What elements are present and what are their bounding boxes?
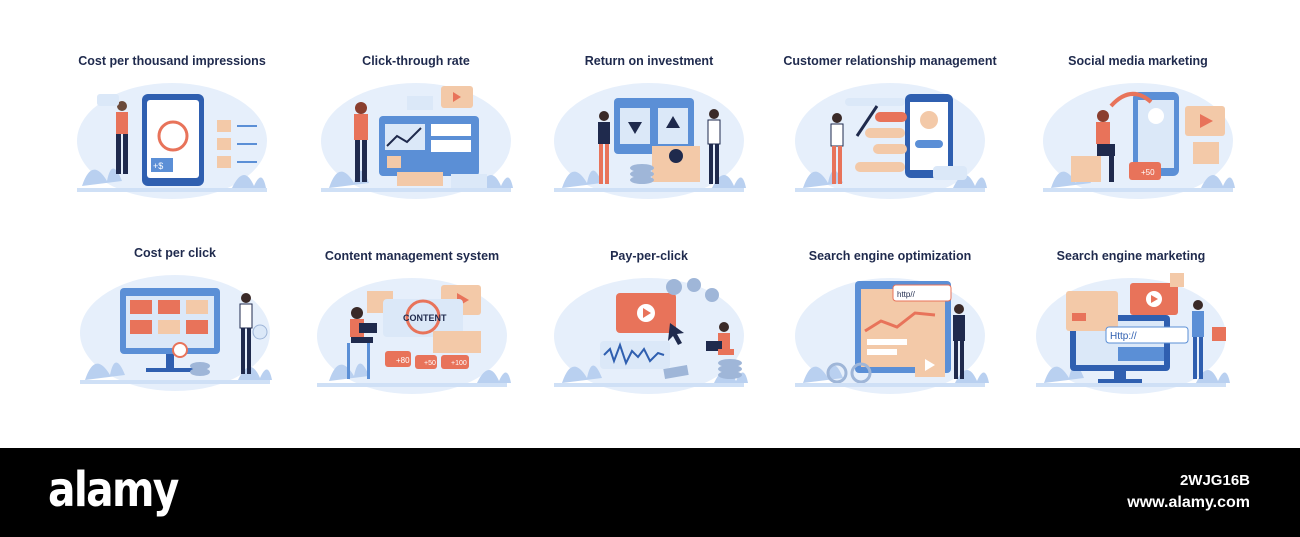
panel-roi: Return on investment [529, 54, 769, 244]
roi-illustration [554, 83, 746, 199]
illustration-grid: Cost per thousand impressions +$ Clic [52, 54, 1258, 439]
panel-title: Click-through rate [362, 54, 470, 68]
svg-text:CONTENT: CONTENT [403, 313, 447, 323]
ctr-illustration [321, 83, 513, 199]
panel-crm: Customer relationship management [770, 54, 1010, 244]
panel-cms: Content management system CONTENT +80 +5… [292, 249, 532, 439]
panel-cpm: Cost per thousand impressions +$ [52, 54, 292, 244]
panel-cpc: Cost per click [55, 246, 295, 436]
panel-title: Search engine marketing [1056, 249, 1206, 263]
panel-title: Cost per thousand impressions [78, 54, 266, 68]
cpc-illustration [80, 275, 272, 391]
ppc-illustration [554, 278, 748, 394]
watermark-banner [0, 448, 1300, 537]
brand-logo: alamy [48, 462, 179, 518]
svg-text:http//: http// [897, 290, 916, 299]
panel-title: Return on investment [584, 54, 714, 68]
svg-text:+100: +100 [451, 360, 467, 367]
site-url: www.alamy.com [1127, 494, 1250, 511]
panel-title: Content management system [324, 249, 500, 263]
cpm-illustration: +$ [77, 83, 267, 199]
image-id: 2WJG16B [1179, 472, 1250, 489]
smm-illustration: +50 [1043, 83, 1235, 199]
panel-title: Pay-per-click [610, 249, 688, 263]
panel-smm: Social media marketing +50 [1018, 54, 1258, 244]
svg-text:+$: +$ [153, 161, 163, 171]
panel-title: Cost per click [134, 246, 216, 260]
svg-text:+50: +50 [424, 360, 436, 367]
panel-title: Social media marketing [1068, 54, 1208, 68]
panel-title: Search engine optimization [808, 249, 972, 263]
panel-sem: Search engine marketing Http:// [1011, 249, 1251, 439]
panel-seo: Search engine optimization http// [770, 249, 1010, 439]
crm-illustration [795, 83, 987, 199]
seo-illustration: http// [795, 278, 989, 394]
panel-title: Customer relationship management [783, 54, 997, 68]
svg-text:Http://: Http:// [1110, 331, 1137, 342]
panel-ppc: Pay-per-click [529, 249, 769, 439]
sem-illustration: Http:// [1036, 273, 1230, 394]
panel-ctr: Click-through rate [296, 54, 536, 244]
svg-text:+50: +50 [1141, 168, 1155, 177]
svg-text:+80: +80 [396, 356, 410, 365]
cms-illustration: CONTENT +80 +50 +100 [317, 278, 511, 394]
